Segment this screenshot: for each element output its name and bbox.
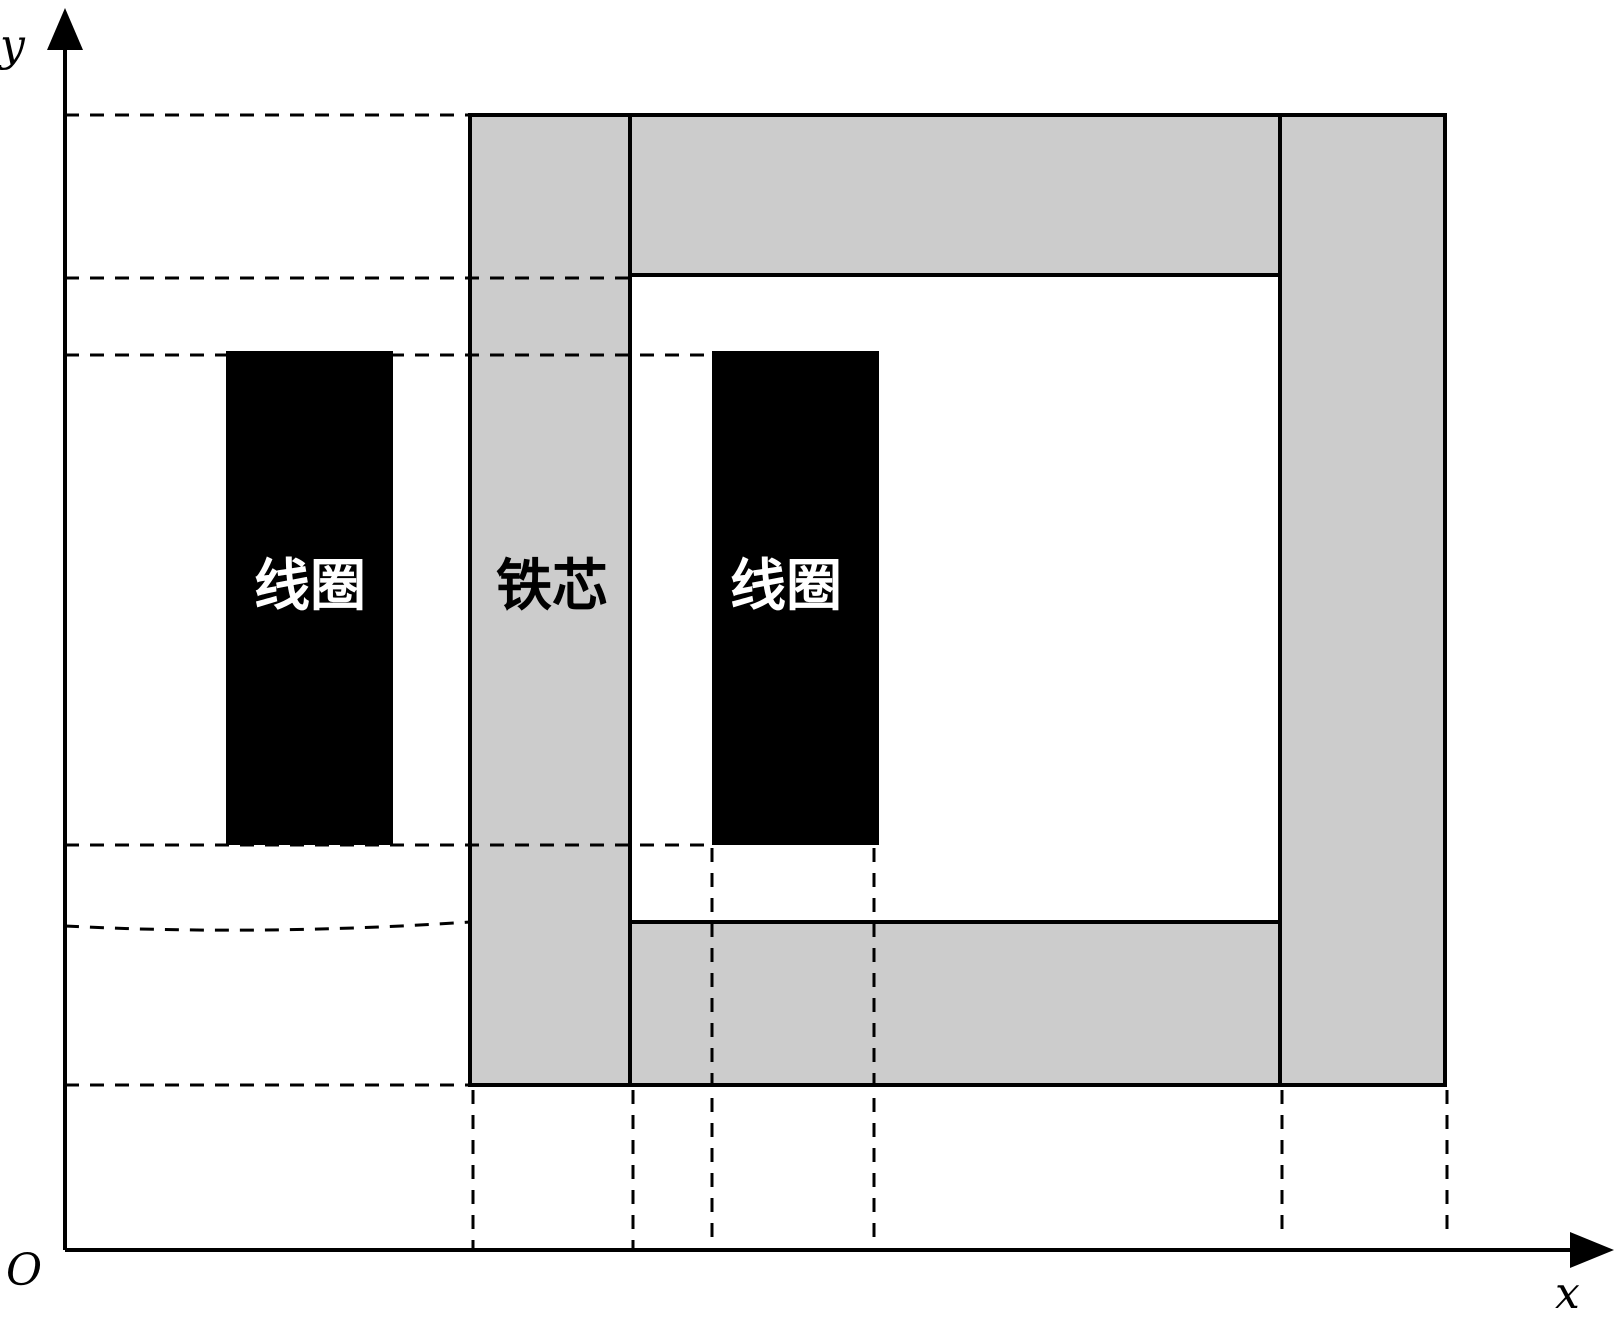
x-axis-label: x — [1555, 1268, 1580, 1319]
coil-left — [226, 351, 393, 845]
dash-window-bottom — [64, 920, 471, 932]
core-label: 铁芯 — [496, 554, 608, 619]
origin-label: O — [6, 1245, 42, 1296]
coil-right-label: 线圈 — [730, 554, 842, 619]
x-axis-arrow — [1570, 1232, 1614, 1268]
y-axis-arrow — [47, 8, 83, 50]
coil-right — [712, 351, 879, 845]
coil-left-label: 线圈 — [254, 554, 366, 619]
y-axis-label: y — [0, 20, 26, 71]
